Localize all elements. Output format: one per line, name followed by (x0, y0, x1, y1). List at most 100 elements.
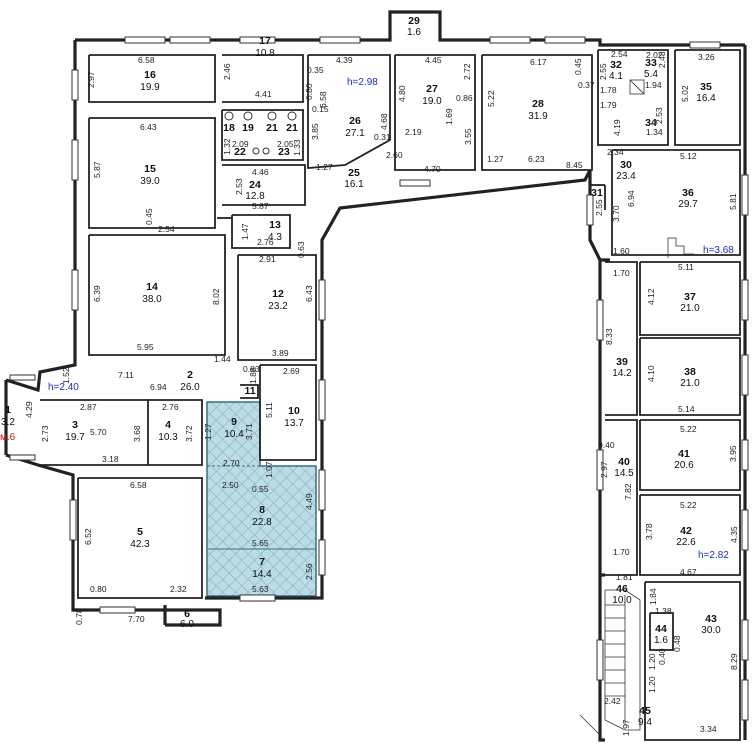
room-6-area: 6.0 (180, 619, 194, 630)
dimension: 2.87 (80, 402, 97, 412)
dimension: 2.02 (646, 50, 663, 60)
dimension: 1.69 (444, 108, 454, 125)
dimension: 1.81 (616, 572, 633, 582)
room-44-area: 1.6 (654, 635, 668, 646)
dimension: 2.19 (405, 127, 422, 137)
dimension: 0.83 (243, 364, 260, 374)
room-11-number: 11 (244, 385, 255, 397)
dimension: 1.47 (240, 223, 250, 240)
dimension: 3.89 (272, 348, 289, 358)
windows (9, 36, 749, 721)
room-40-area: 14.5 (614, 468, 634, 479)
dimension: 6.23 (528, 154, 545, 164)
dimension: 0.40 (657, 648, 667, 665)
height-label: h=2.82 (698, 550, 729, 561)
dimension: 7.82 (623, 483, 633, 500)
room-6-number: 6 (184, 608, 190, 620)
room-19-number: 19 (242, 122, 254, 134)
room-5-number: 5 (137, 526, 143, 538)
dimension: 2.09 (232, 139, 249, 149)
dimension: 1.84 (648, 588, 658, 605)
dimension: 1.70 (613, 547, 630, 557)
dimension: 5.65 (252, 538, 269, 548)
room-29-number: 29 (408, 15, 420, 27)
room-27-number: 27 (426, 83, 438, 95)
room-7-number: 7 (259, 556, 265, 568)
dimension: 2.53 (234, 178, 244, 195)
dimension: 2.73 (40, 425, 50, 442)
room-43-number: 43 (705, 613, 717, 625)
room-31-number: 31 (591, 187, 603, 199)
room-13-number: 13 (269, 219, 281, 231)
dimension: 8.45 (566, 160, 583, 170)
dimension: 8.02 (211, 288, 221, 305)
dimension: 4.41 (255, 89, 272, 99)
dimension: 2.72 (462, 63, 472, 80)
room-46-number: 46 (616, 583, 628, 595)
room-30-area: 23.4 (616, 171, 636, 182)
dimension: 4.19 (612, 119, 622, 136)
room-24-number: 24 (249, 179, 261, 191)
dimension: 6.58 (318, 91, 328, 108)
room-34-number: 34 (645, 117, 657, 129)
dimension: 4.68 (379, 113, 389, 130)
dimension: 5.63 (252, 584, 269, 594)
dimension: 0.45 (573, 58, 583, 75)
room-38-area: 21.0 (680, 378, 700, 389)
dimension: 1.52 (61, 367, 71, 384)
dimension: 2.46 (222, 63, 232, 80)
dimension: 2.56 (304, 563, 314, 580)
dimension: 4.35 (729, 526, 739, 543)
room-1-area: 3.2 (1, 417, 15, 428)
dimension: 4.10 (646, 365, 656, 382)
height-label: h=2.98 (347, 77, 378, 88)
room-37-area: 21.0 (680, 303, 700, 314)
room-9-area: 10.4 (224, 429, 244, 440)
room-12-number: 12 (272, 288, 284, 300)
dimension: 5.81 (728, 193, 738, 210)
dimension: 8.33 (604, 328, 614, 345)
dimension: 5.22 (680, 500, 697, 510)
toilet-fixtures (224, 111, 297, 155)
dimension: 2.76 (162, 402, 179, 412)
dimension: 6.58 (130, 480, 147, 490)
room-46-area: 10.0 (612, 595, 632, 606)
dimension: 3.78 (644, 523, 654, 540)
room-18-number: 18 (223, 122, 235, 134)
dimension: 5.95 (137, 342, 154, 352)
dimension: 5.22 (680, 424, 697, 434)
room-32-number: 32 (610, 59, 622, 71)
dimension: 3.55 (463, 128, 473, 145)
dimension: 2.60 (386, 150, 403, 160)
room-37-number: 37 (684, 291, 696, 303)
dimension: 1.97 (621, 719, 631, 736)
room-5-area: 42.3 (130, 539, 150, 550)
dimension: 1.94 (645, 80, 662, 90)
dimension: 4.46 (252, 167, 269, 177)
height-label: h=2.40 (48, 382, 79, 393)
dimension: 0.80 (304, 83, 314, 100)
dimension: 4.39 (336, 55, 353, 65)
room-35-area: 16.4 (696, 93, 716, 104)
room-39-number: 39 (616, 356, 628, 368)
dimension: 2.91 (259, 254, 276, 264)
room-25-area: 16.1 (344, 179, 364, 190)
room-7-area: 14.4 (252, 569, 272, 580)
room-35-number: 35 (700, 81, 712, 93)
dimension: 2.32 (170, 584, 187, 594)
room-42-area: 22.6 (676, 537, 696, 548)
dimension: 3.68 (132, 425, 142, 442)
dimension: 2.76 (257, 237, 274, 247)
dimension: 0.15 (312, 104, 329, 114)
dimension: 1.79 (600, 100, 617, 110)
dimension: 0.40 (598, 440, 615, 450)
dimension: 6.43 (304, 285, 314, 302)
stairs (579, 79, 694, 736)
room-44-number: 44 (655, 623, 667, 635)
dimension: 3.34 (700, 724, 717, 734)
room-28-number: 28 (532, 98, 544, 110)
dimension: 4.67 (680, 567, 697, 577)
dimension: 4.45 (425, 55, 442, 65)
dimension: 4.80 (397, 85, 407, 102)
